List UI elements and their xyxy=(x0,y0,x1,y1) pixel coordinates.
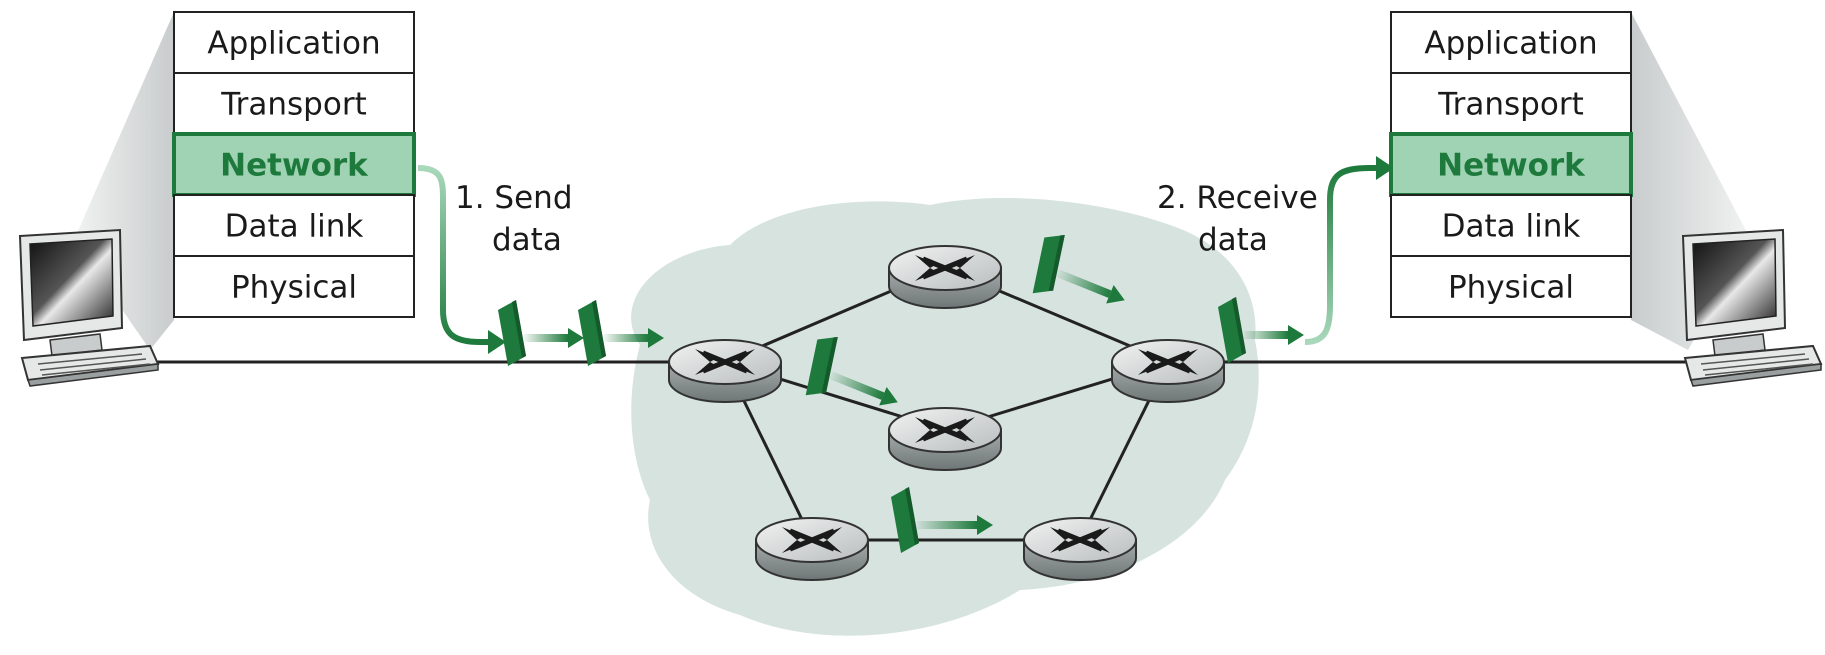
sender-layer-data-link: Data link xyxy=(173,194,415,257)
receiver-layer-data-link: Data link xyxy=(1390,194,1632,257)
send-data-arrowhead xyxy=(488,330,506,354)
receiver-layer-label: Application xyxy=(1424,26,1597,62)
receiver-layer-box xyxy=(1390,11,1632,74)
router-icon xyxy=(1111,339,1225,403)
receive-data-arrowhead xyxy=(1376,156,1394,180)
packet-icon xyxy=(1032,235,1125,304)
receiver-layer-transport: Transport xyxy=(1390,72,1632,135)
send-step-label-line1: 1. Send xyxy=(455,180,573,216)
router-icon xyxy=(1023,517,1137,581)
sender-layer-box xyxy=(173,11,415,74)
sender-layer-transport: Transport xyxy=(173,72,415,135)
receiver-layer-physical: Physical xyxy=(1390,255,1632,318)
sender-layer-box xyxy=(173,194,415,257)
packet-icon xyxy=(805,337,898,406)
sender-layer-label: Application xyxy=(207,26,380,62)
sender-layer-label: Transport xyxy=(220,87,366,123)
sender-layer-box xyxy=(173,255,415,318)
receiver-layer-box xyxy=(1390,194,1632,257)
sender-layer-physical: Physical xyxy=(173,255,415,318)
router-icon xyxy=(755,517,869,581)
packet-icon xyxy=(1218,297,1304,363)
receiver-host-icon xyxy=(1681,228,1823,387)
receive-step-label-line1: 2. Receive xyxy=(1157,180,1318,216)
receiver-layer-label: Network xyxy=(1437,148,1586,184)
packet-icon xyxy=(578,300,664,366)
packet-icon xyxy=(498,300,584,366)
receiver-layer-box xyxy=(1390,72,1632,135)
routers xyxy=(668,245,1225,581)
receive-step-label-line2: data xyxy=(1198,222,1268,258)
receiver-layer-application: Application xyxy=(1390,11,1632,74)
sender-layer-box xyxy=(172,132,416,197)
send-step-label-line2: data xyxy=(492,222,562,258)
sender-layer-box xyxy=(173,72,415,135)
receive-data-arrow xyxy=(1304,165,1378,345)
router-icon xyxy=(888,245,1002,309)
receiver-layer-label: Data link xyxy=(1442,209,1581,245)
router-icon xyxy=(888,407,1002,471)
sender-layer-label: Network xyxy=(220,148,369,184)
router-icon xyxy=(668,339,782,403)
sender-layer-application: Application xyxy=(173,11,415,74)
receiver-layer-network: Network xyxy=(1389,132,1633,197)
sender-layer-label: Data link xyxy=(225,209,364,245)
packets xyxy=(498,235,1304,553)
packet-icon xyxy=(891,487,993,553)
sender-layer-network: Network xyxy=(172,132,416,197)
sender-host-icon xyxy=(18,228,160,387)
receiver-layer-box xyxy=(1390,255,1632,318)
send-data-arrow xyxy=(417,165,490,345)
receiver-layer-label: Physical xyxy=(1448,270,1574,306)
sender-layer-label: Physical xyxy=(231,270,357,306)
receiver-layer-label: Transport xyxy=(1437,87,1583,123)
